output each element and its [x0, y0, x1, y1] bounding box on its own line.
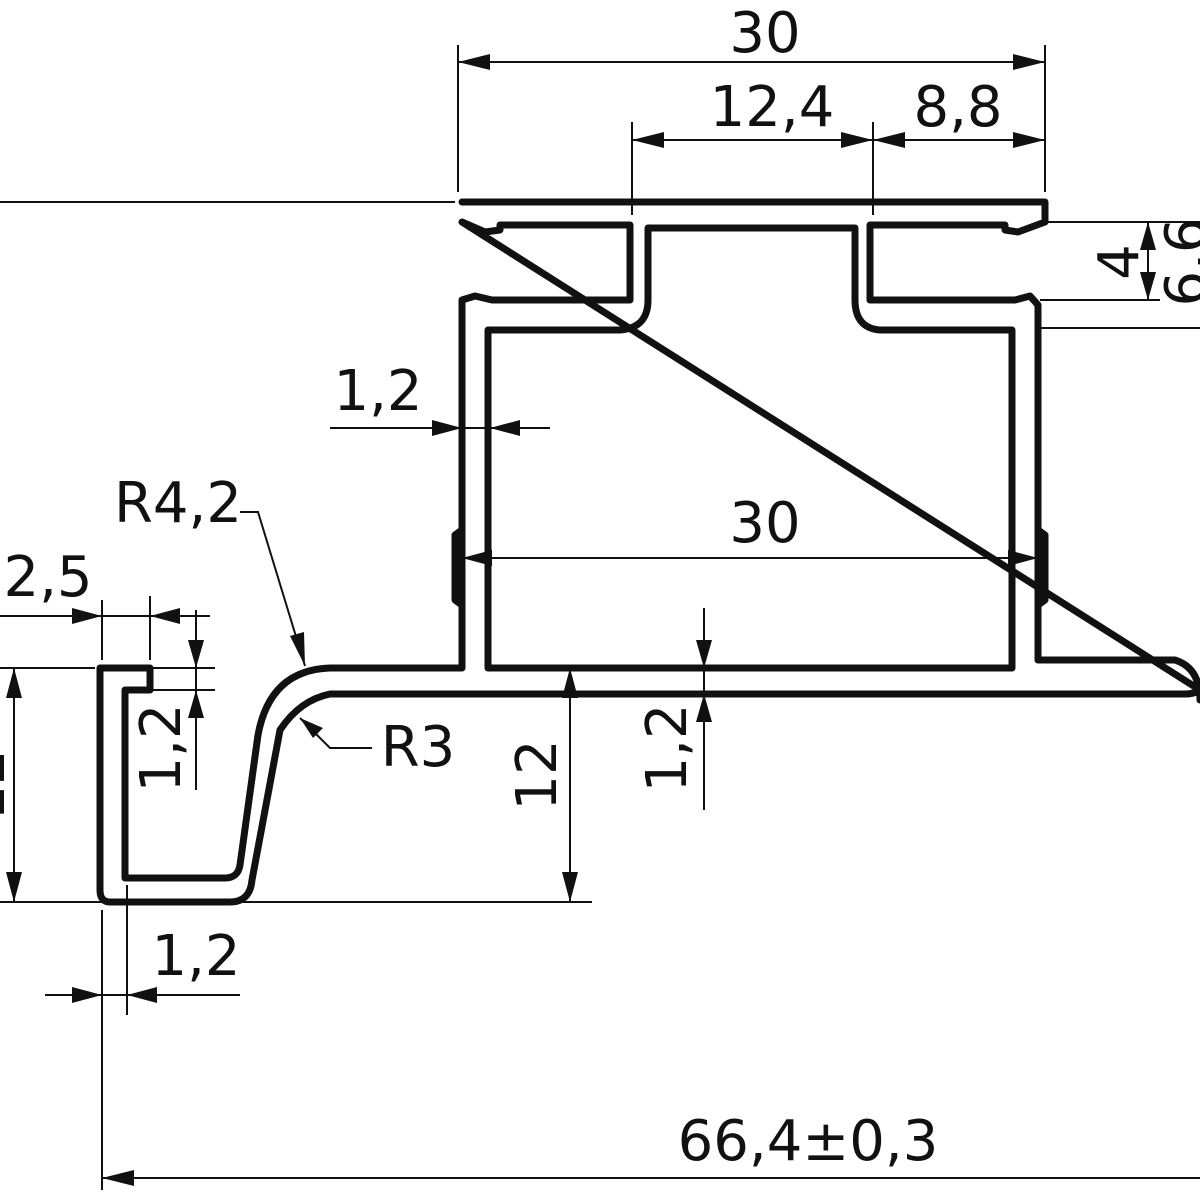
label-lip-thickness: 1,2 [129, 703, 194, 792]
label-depth-4: 4 [1087, 244, 1152, 280]
label-base-thickness: 1,2 [635, 703, 700, 792]
left-notch [451, 526, 466, 609]
label-overall-width: 30 [729, 1, 800, 66]
label-radius-outer: R4,2 [114, 471, 242, 536]
top-plate [96, 198, 1200, 906]
dimension-labels: 30 12,4 8,8 4 6,6 1,2 R4,2 30 2,5 R3 1,2… [0, 1, 1200, 1174]
label-slot-width: 12,4 [710, 75, 835, 140]
dimension-lines [0, 54, 1200, 1186]
label-total-length: 66,4±0,3 [678, 1109, 939, 1174]
aluminium-profile [96, 198, 1200, 906]
label-lip-width: 2,5 [3, 545, 92, 610]
label-wall-thickness: 1,2 [333, 359, 422, 424]
label-height-center: 12 [505, 739, 570, 810]
label-height-left: 12 [0, 749, 18, 820]
right-notch [1034, 526, 1049, 609]
label-flange-right: 8,8 [913, 75, 1002, 140]
label-radius-inner: R3 [381, 715, 456, 780]
label-inner-width: 30 [729, 491, 800, 556]
label-bottom-thickness: 1,2 [151, 924, 240, 989]
label-depth-66: 6,6 [1154, 217, 1200, 306]
inner-chamber [484, 224, 1016, 672]
extension-lines [0, 45, 1200, 1190]
